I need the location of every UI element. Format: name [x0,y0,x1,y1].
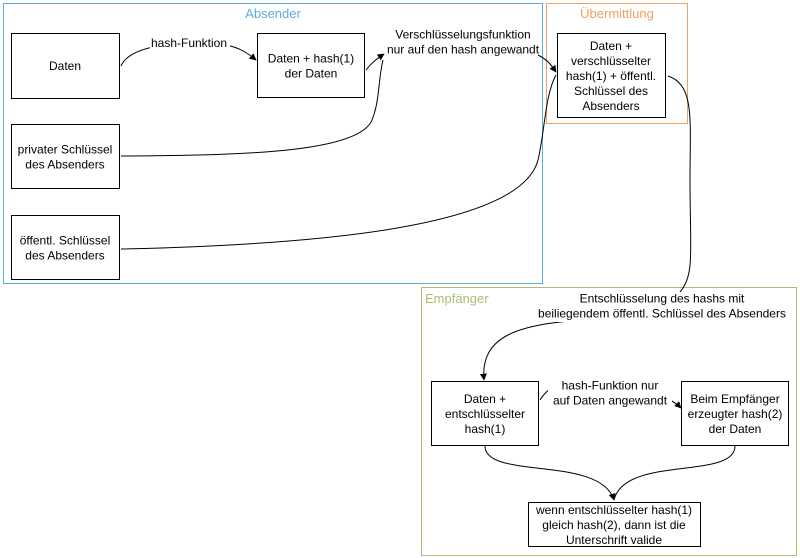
label-line: hash-Funktion nur [562,379,659,393]
edge-verschluesselung-to-uebermittelt [537,54,557,73]
label-line: Daten + [464,392,506,406]
group-absender-title: Absender [245,6,301,21]
label-line: des Absenders [25,249,104,263]
label-line: Daten + [590,39,632,53]
label-line: erzeugter hash(2) [688,407,783,421]
label-line: beiliegendem öffentl. Schlüssel des Abse… [538,307,786,321]
label-line: gleich hash(2), dann ist die [542,518,686,532]
node-valide [528,502,701,547]
label-line: entschlüsselter [445,407,525,421]
node-privater-schluessel [11,124,120,189]
edge-privat-to-verschluesselung [120,59,384,157]
edge-uebermittelt-to-entschluesselung [667,75,692,293]
label-line: Beim Empfänger [690,392,779,406]
group-uebermittlung-title: Übermittlung [580,6,654,21]
label-line: Daten [49,59,81,73]
edge-oeffentl-to-uebermittelt [120,74,557,250]
label-line: hash(1) + öffentl. [566,69,656,83]
group-uebermittlung [546,3,688,124]
label-line: der Daten [709,422,762,436]
node-daten-label: Daten [49,59,81,73]
node-daten-hash [257,33,365,98]
label-line: öffentl. Schlüssel [20,234,111,248]
label-line: Unterschrift valide [566,533,662,547]
node-uebermittelt [557,33,666,118]
node-entschluesselt [431,381,539,446]
label-line: Schlüssel des [574,84,648,98]
group-absender [3,3,543,284]
node-empfaenger-hash [681,381,789,446]
group-empfaenger-title: Empfänger [425,291,489,306]
label-line: Verschlüsselungsfunktion [395,28,530,42]
label-line: des Absenders [25,158,104,172]
edge-entschluesselt-to-valide [484,445,616,501]
node-daten [11,33,120,99]
label-line: auf Daten angewandt [553,394,668,408]
node-oeffentlicher-schluessel [11,215,120,280]
edge-hash-to-verschluesselung [365,53,385,71]
label-line: nur auf den hash angewandt [387,43,540,57]
label-line: wenn entschlüsselter hash(1) [535,503,692,517]
edge-label-hash-funktion: hash-Funktion [151,36,227,50]
group-empfaenger [421,287,797,556]
edge-entschluesselung-to-entschluesselt [479,319,581,381]
label-line: privater Schlüssel [18,143,113,157]
label-line: verschlüsselter [571,54,651,68]
edge-empfaenger-to-valide [613,445,736,501]
label-line: Daten + hash(1) [268,52,354,66]
label-line: hash-Funktion [151,36,227,50]
label-line: Absenders [582,99,639,113]
label-line: der Daten [285,67,338,81]
label-line: Entschlüsselung des hashs mit [580,292,745,306]
label-line: hash(1) [465,422,506,436]
node-daten-hash-label: Daten + hash(1)der Daten [268,52,354,81]
node-valide-label: wenn entschlüsselter hash(1)gleich hash(… [535,503,692,547]
